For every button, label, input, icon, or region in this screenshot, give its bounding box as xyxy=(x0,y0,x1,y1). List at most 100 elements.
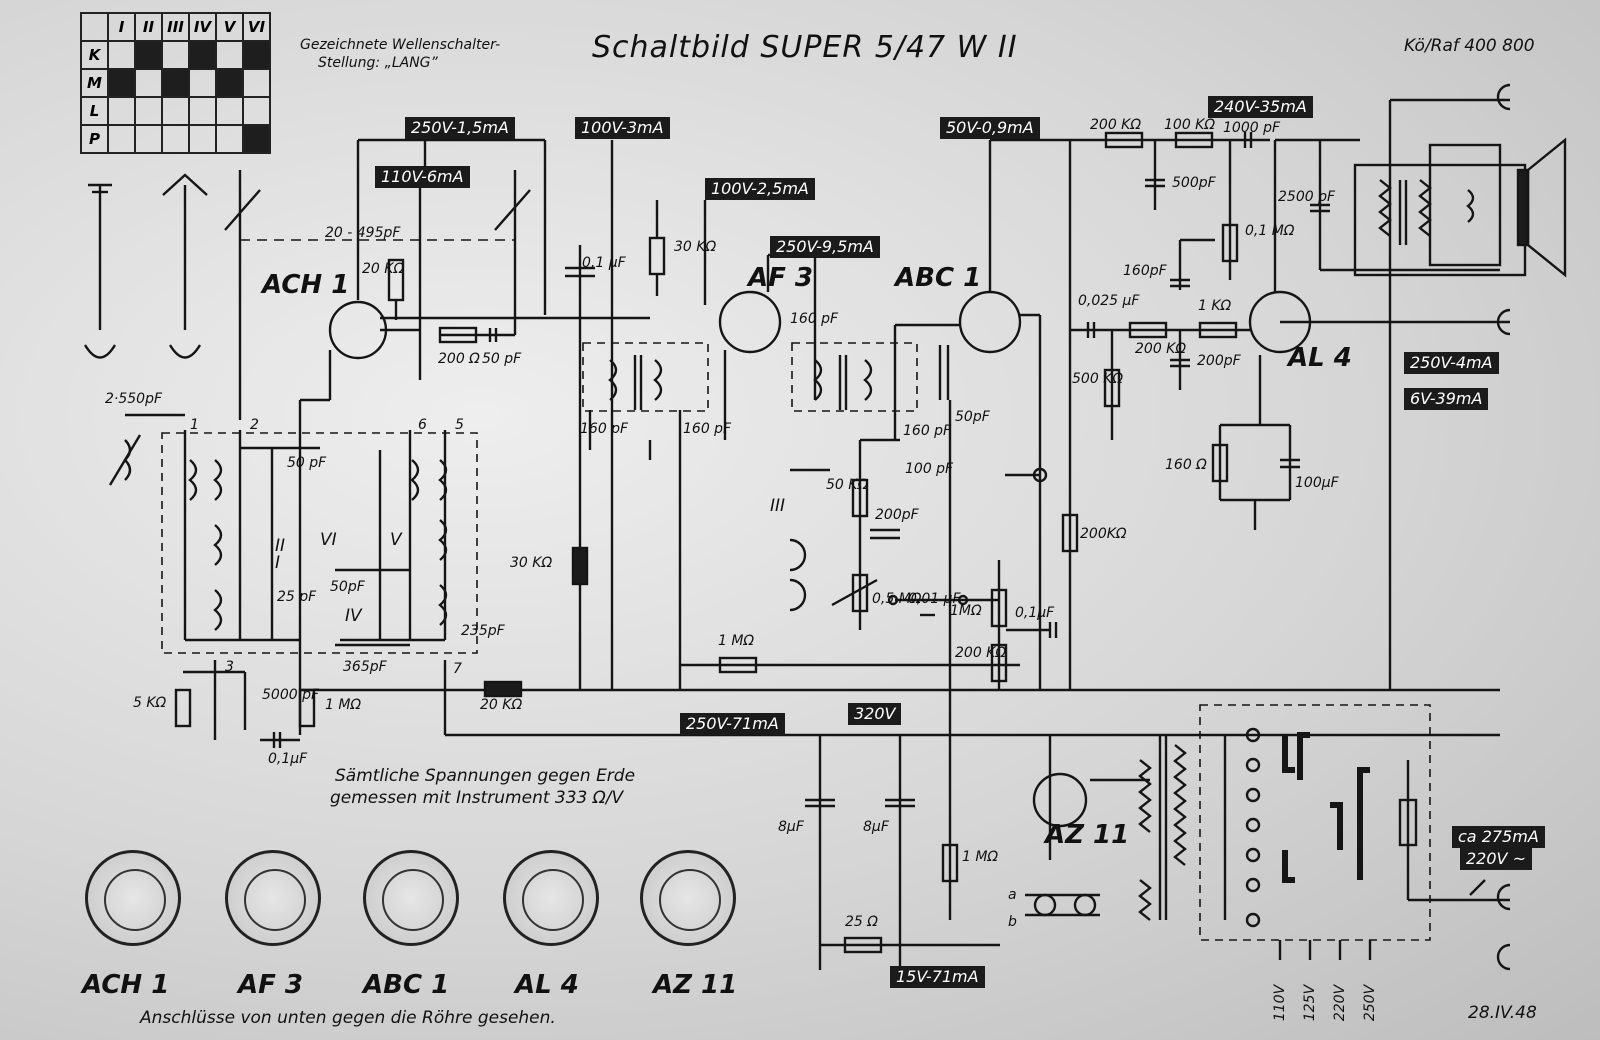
component-value: 1 KΩ xyxy=(1198,298,1232,314)
voltage-tag: 220V ~ xyxy=(1460,848,1532,870)
tube-base-label: AF 3 xyxy=(238,970,304,1000)
mains-tap-label: 110V xyxy=(1272,984,1289,1022)
switch-cell xyxy=(242,68,271,98)
component-value: 0,025 μF xyxy=(1078,293,1140,309)
switch-note-line-2: Stellung: „LANG” xyxy=(318,55,438,71)
coil-terminal-number: 5 xyxy=(455,417,464,433)
component-value: 500pF xyxy=(1172,175,1216,191)
switch-contact-label: V xyxy=(390,530,402,550)
page-title: Schaltbild SUPER 5/47 W II xyxy=(592,30,1018,65)
switch-cell xyxy=(242,40,271,70)
component-value: 20 KΩ xyxy=(480,697,523,713)
component-value: 0,1μF xyxy=(1015,605,1055,621)
component-value: 500 KΩ xyxy=(1072,371,1124,387)
component-value: 200 KΩ xyxy=(1135,341,1187,357)
switch-contact-label: I xyxy=(275,553,281,573)
component-value: 100 pF xyxy=(905,461,954,477)
coil-terminal-number: 7 xyxy=(453,661,462,677)
switch-cell xyxy=(215,96,244,126)
switch-cell xyxy=(215,68,244,98)
switch-col-4: IV xyxy=(188,12,217,42)
component-value: 365pF xyxy=(343,659,387,675)
component-value: 0,1 μF xyxy=(582,255,626,271)
switch-col-6: VI xyxy=(242,12,271,42)
component-value: 1000 pF xyxy=(1223,120,1281,136)
component-value: 200 KΩ xyxy=(955,645,1007,661)
component-value: 50pF xyxy=(330,579,365,595)
voltage-tag: 250V-4mA xyxy=(1404,352,1499,374)
component-value: 160 pF xyxy=(683,421,732,437)
switch-cell xyxy=(134,96,163,126)
component-value: 160 pF xyxy=(580,421,629,437)
component-value: 20 - 495pF xyxy=(325,225,401,241)
component-value: 8μF xyxy=(863,819,889,835)
tube-base-label: ABC 1 xyxy=(363,970,450,1000)
component-value: 50 KΩ xyxy=(826,477,869,493)
component-value: 0,5 MΩ xyxy=(872,591,922,607)
switch-cell xyxy=(134,68,163,98)
switch-col-1: I xyxy=(107,12,136,42)
switch-cell xyxy=(161,96,190,126)
switch-cell xyxy=(215,40,244,70)
component-value: 50pF xyxy=(955,409,990,425)
component-value: 5000 pF xyxy=(262,687,320,703)
component-value: 1 MΩ xyxy=(962,849,999,865)
switch-cell xyxy=(242,96,271,126)
switch-cell xyxy=(107,68,136,98)
tube-base-al4 xyxy=(503,850,599,946)
component-value: 160 Ω xyxy=(1165,457,1207,473)
lamp-label: a xyxy=(1008,887,1017,903)
component-value: 30 KΩ xyxy=(510,555,553,571)
switch-cell xyxy=(161,68,190,98)
switch-col-3: III xyxy=(161,12,190,42)
lamp-label: b xyxy=(1008,914,1017,930)
tube-label-af3: AF 3 xyxy=(748,263,814,293)
voltage-tag: 110V-6mA xyxy=(375,166,470,188)
switch-row: L xyxy=(80,96,271,126)
switch-note-line-1: Gezeichnete Wellenschalter- xyxy=(300,37,501,53)
switch-contact-label: VI xyxy=(320,530,337,550)
component-value: 1 MΩ xyxy=(325,697,362,713)
switch-row-label: L xyxy=(80,96,109,126)
switch-cell xyxy=(215,124,244,154)
voltage-tag: 50V-0,9mA xyxy=(940,117,1040,139)
component-value: 8μF xyxy=(778,819,804,835)
switch-col-2: II xyxy=(134,12,163,42)
measurement-note-line-1: Sämtliche Spannungen gegen Erde xyxy=(335,766,636,786)
component-value: 1 MΩ xyxy=(718,633,755,649)
switch-corner xyxy=(80,12,109,42)
switch-cell xyxy=(107,124,136,154)
voltage-tag: 320V xyxy=(848,703,902,725)
switch-contact-label: III xyxy=(770,496,786,516)
component-value: 160 pF xyxy=(903,423,952,439)
switch-cell xyxy=(188,124,217,154)
component-value: 160 pF xyxy=(790,311,839,327)
component-value: 200pF xyxy=(875,507,919,523)
component-value: 200 KΩ xyxy=(1090,117,1142,133)
switch-table: I II III IV V VI K M L P xyxy=(80,12,271,154)
drawing-date: 28.IV.48 xyxy=(1468,1003,1537,1023)
voltage-tag: 250V-71mA xyxy=(680,713,785,735)
coil-terminal-number: 1 xyxy=(190,417,199,433)
voltage-tag: 250V-1,5mA xyxy=(405,117,515,139)
switch-cell xyxy=(188,68,217,98)
voltage-tag: 240V-35mA xyxy=(1208,96,1313,118)
component-value: 25 Ω xyxy=(845,914,878,930)
switch-row-label: P xyxy=(80,124,109,154)
component-value: 0,01 μF xyxy=(908,591,961,607)
tube-label-al4: AL 4 xyxy=(1288,343,1352,373)
mains-tap-label: 125V xyxy=(1302,984,1319,1022)
switch-contact-label: II xyxy=(275,536,286,556)
component-value: 0,1μF xyxy=(268,751,308,767)
switch-col-5: V xyxy=(215,12,244,42)
switch-contact-label: IV xyxy=(345,606,362,626)
drawing-reference: Kö/Raf 400 800 xyxy=(1404,36,1535,56)
switch-cell xyxy=(134,40,163,70)
component-value: 200 Ω xyxy=(438,351,480,367)
component-value: 160pF xyxy=(1123,263,1167,279)
voltage-tag: 6V-39mA xyxy=(1404,388,1489,410)
voltage-tag: 250V-9,5mA xyxy=(770,236,880,258)
switch-cell xyxy=(242,124,271,154)
